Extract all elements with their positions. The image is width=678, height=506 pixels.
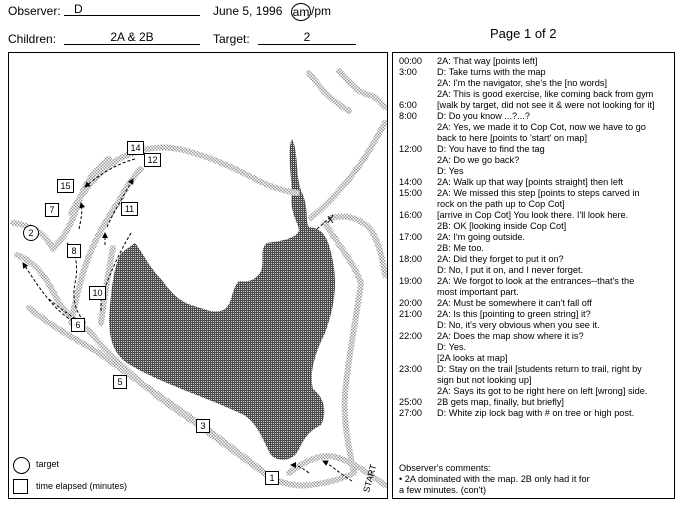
log-text: 2A: I'm going outside. xyxy=(437,232,526,242)
log-time: 27:00 xyxy=(399,408,422,418)
log-time: 21:00 xyxy=(399,309,422,319)
log-text: 2B: Me too. xyxy=(437,243,484,253)
am-circled: am xyxy=(291,3,311,21)
time-marker-3: 3 xyxy=(196,419,210,433)
log-time: 23:00 xyxy=(399,364,422,374)
log-text: 2A: Must be somewhere it can't fall off xyxy=(437,298,592,308)
log-text: [arrive in Cop Cot] You look there. I'll… xyxy=(437,210,629,220)
log-text: D: No, it's very obvious when you see it… xyxy=(437,320,600,330)
log-time: 6:00 xyxy=(399,100,417,110)
time-marker-5: 5 xyxy=(113,375,127,389)
page-number: Page 1 of 2 xyxy=(490,26,557,41)
log-text: sign but not looking up] xyxy=(437,375,532,385)
time-marker-8: 8 xyxy=(67,244,81,258)
target-label: Target: xyxy=(213,32,250,46)
log-text: [walk by target, did not see it & were n… xyxy=(437,100,655,110)
log-text: 2A: Does the map show where it is? xyxy=(437,331,584,341)
pond-area xyxy=(109,139,336,460)
log-text: 2A: We forgot to look at the entrances--… xyxy=(437,276,635,286)
observation-log: 00:00 2A: That way [points left] 3:00 D: Ta… xyxy=(392,52,675,499)
log-time: 17:00 xyxy=(399,232,422,242)
log-text: 2B gets map, finally, but briefly] xyxy=(437,397,564,407)
log-text: 2B: OK [looking inside Cop Cot] xyxy=(437,221,567,231)
time-marker-1: 1 xyxy=(265,471,279,485)
log-time: 3:00 xyxy=(399,67,417,77)
legend-target-circle xyxy=(13,457,30,474)
log-text: most important part. xyxy=(437,287,519,297)
x-mark: X xyxy=(327,215,334,226)
log-text: D: No, I put it on, and I never forget. xyxy=(437,265,584,275)
children-field: 2A & 2B xyxy=(64,30,200,45)
observer-label: Observer: xyxy=(8,4,61,18)
log-text: D: You have to find the tag xyxy=(437,144,545,154)
route-path xyxy=(22,158,353,482)
target-field: 2 xyxy=(258,30,356,45)
target-circle-2: 2 xyxy=(23,225,39,241)
log-text: D: White zip lock bag with # on tree or … xyxy=(437,408,635,418)
log-time: 12:00 xyxy=(399,144,422,154)
date-text: June 5, 1996 xyxy=(213,4,283,18)
trail-map: X START 14 12 15 7 11 8 10 6 5 3 1 2 tar… xyxy=(8,52,388,499)
log-text: 2A: That way [points left] xyxy=(437,56,538,66)
time-marker-15: 15 xyxy=(57,179,74,193)
log-time: 00:00 xyxy=(399,56,422,66)
time-marker-14: 14 xyxy=(127,141,144,155)
log-text: D: Take turns with the map xyxy=(437,67,546,77)
log-text: D: Yes xyxy=(437,166,464,176)
log-text: 2A: Did they forget to put it on? xyxy=(437,254,564,264)
log-text: rock on the path up to Cop Cot] xyxy=(437,199,565,209)
log-text: D: Do you know ...?...? xyxy=(437,111,530,121)
log-text: 2A: Yes, we made it to Cop Cot, now we h… xyxy=(437,122,646,132)
legend-target-label: target xyxy=(36,459,60,469)
log-time: 14:00 xyxy=(399,177,422,187)
time-marker-10: 10 xyxy=(89,286,106,300)
log-text: 2A: Says its got to be right here on lef… xyxy=(437,386,648,396)
log-time: 22:00 xyxy=(399,331,422,341)
observer-field: D xyxy=(64,2,200,16)
log-time: 18:00 xyxy=(399,254,422,264)
trail-map-drawing: X START xyxy=(10,68,388,494)
time-marker-7: 7 xyxy=(45,203,59,217)
log-text: D: Yes. xyxy=(437,342,467,352)
legend-time-box xyxy=(13,479,28,494)
log-text: 2A: Is this [pointing to green string] i… xyxy=(437,309,591,319)
log-text: 2A: Walk up that way [points straight] t… xyxy=(437,177,624,187)
time-marker-12: 12 xyxy=(144,153,161,167)
log-time: 19:00 xyxy=(399,276,422,286)
children-label: Children: xyxy=(8,32,57,46)
log-text: [2A looks at map] xyxy=(437,353,508,363)
log-text: 2A: We missed this step [points to steps… xyxy=(437,188,640,198)
time-marker-11: 11 xyxy=(121,202,138,216)
time-marker-6: 6 xyxy=(71,318,85,332)
pm-text: /pm xyxy=(311,4,332,18)
log-text: D: Stay on the trail [students return to… xyxy=(437,364,642,374)
log-time: 15:00 xyxy=(399,188,422,198)
log-time: 25:00 xyxy=(399,397,422,407)
log-time: 8:00 xyxy=(399,111,417,121)
log-time: 16:00 xyxy=(399,210,422,220)
log-text: 2A: I'm the navigator, she's the [no wor… xyxy=(437,78,607,88)
legend-time-label: time elapsed (minutes) xyxy=(36,481,128,491)
log-text: 2A: Do we go back? xyxy=(437,155,520,165)
log-text: 2A: This is good exercise, like coming b… xyxy=(437,89,654,99)
log-text: back to here [points to 'start' on map] xyxy=(437,133,588,143)
log-time: 20:00 xyxy=(399,298,422,308)
